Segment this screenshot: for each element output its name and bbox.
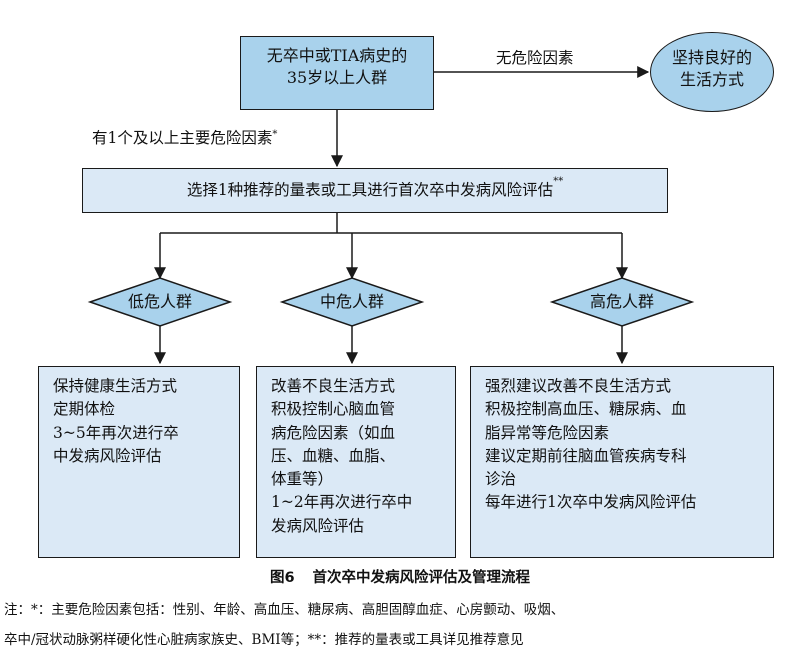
- figure-number: 图6: [269, 570, 295, 586]
- mid-action-line-5: 体重等）: [271, 470, 334, 488]
- low-action-line-1: 保持健康生活方式: [53, 377, 178, 395]
- high-action-line-4: 建议定期前往脑血管疾病专科: [485, 446, 687, 465]
- figure-caption: 图6 首次卒中发病风险评估及管理流程: [0, 566, 800, 587]
- node-healthy-line-1: 坚持良好的: [671, 48, 752, 67]
- node-start-line-1: 无卒中或TIA病史的: [266, 46, 408, 65]
- figure-title: 首次卒中发病风险评估及管理流程: [312, 570, 531, 586]
- mid-action-line-6: 1~2年再次进行卒中: [271, 493, 413, 512]
- mid-action-line-1: 改善不良生活方式: [271, 377, 396, 395]
- node-healthy-line-2: 生活方式: [679, 69, 744, 89]
- high-action-line-5: 诊治: [485, 470, 517, 488]
- edge-label-has-risk-text: 有1个及以上主要危险因素: [92, 129, 273, 147]
- mid-action-line-7: 发病风险评估: [271, 516, 365, 535]
- low-action-line-3: 3~5年再次进行卒: [53, 423, 179, 442]
- mid-action-line-2: 积极控制心脑血管: [271, 400, 396, 419]
- node-assess-text: 选择1种推荐的量表或工具进行首次卒中发病风险评估: [186, 181, 554, 200]
- low-action-line-2: 定期体检: [53, 400, 116, 419]
- node-mid-risk-actions: 改善不良生活方式 积极控制心脑血管 病危险因素（如血 压、血糖、血脂、 体重等）…: [256, 366, 456, 558]
- diamond-low-risk: [87, 277, 233, 327]
- mid-action-line-4: 压、血糖、血脂、: [271, 446, 396, 465]
- edge-label-has-risk-mark: *: [272, 128, 278, 140]
- node-start-population: 无卒中或TIA病史的 35岁以上人群: [240, 36, 434, 110]
- edge-label-no-risk: 无危险因素: [496, 49, 574, 67]
- high-action-line-3: 脂异常等危险因素: [485, 423, 610, 442]
- node-high-risk-actions: 强烈建议改善不良生活方式 积极控制高血压、糖尿病、血 脂异常等危险因素 建议定期…: [470, 366, 774, 558]
- node-start-line-2: 35岁以上人群: [286, 67, 388, 87]
- diamond-mid-risk: [279, 277, 425, 327]
- node-healthy-lifestyle: 坚持良好的 生活方式: [650, 32, 774, 112]
- high-action-line-1: 强烈建议改善不良生活方式: [485, 377, 672, 395]
- diamond-high-risk: [549, 277, 695, 327]
- high-action-line-2: 积极控制高血压、糖尿病、血: [485, 400, 687, 419]
- footnote-line-2: 卒中/冠状动脉粥样硬化性心脏病家族史、BMI等；**：推荐的量表或工具详见推荐意…: [4, 632, 524, 648]
- low-action-line-4: 中发病风险评估: [53, 446, 162, 465]
- diamond-low-risk-label: 低危人群: [127, 292, 192, 311]
- footnote-line-1: 注：*：主要危险因素包括：性别、年龄、高血压、糖尿病、高胆固醇血症、心房颤动、吸…: [4, 602, 565, 618]
- diamond-high-risk-label: 高危人群: [589, 292, 654, 311]
- diamond-mid-risk-label: 中危人群: [319, 292, 384, 311]
- node-assess-mark: **: [553, 176, 564, 187]
- node-risk-assessment: 选择1种推荐的量表或工具进行首次卒中发病风险评估**: [82, 168, 668, 213]
- node-low-risk-actions: 保持健康生活方式 定期体检 3~5年再次进行卒 中发病风险评估: [38, 366, 240, 558]
- high-action-line-6: 每年进行1次卒中发病风险评估: [485, 493, 697, 512]
- edge-label-has-risk: 有1个及以上主要危险因素*: [92, 126, 277, 148]
- mid-action-line-3: 病危险因素（如血: [271, 423, 396, 442]
